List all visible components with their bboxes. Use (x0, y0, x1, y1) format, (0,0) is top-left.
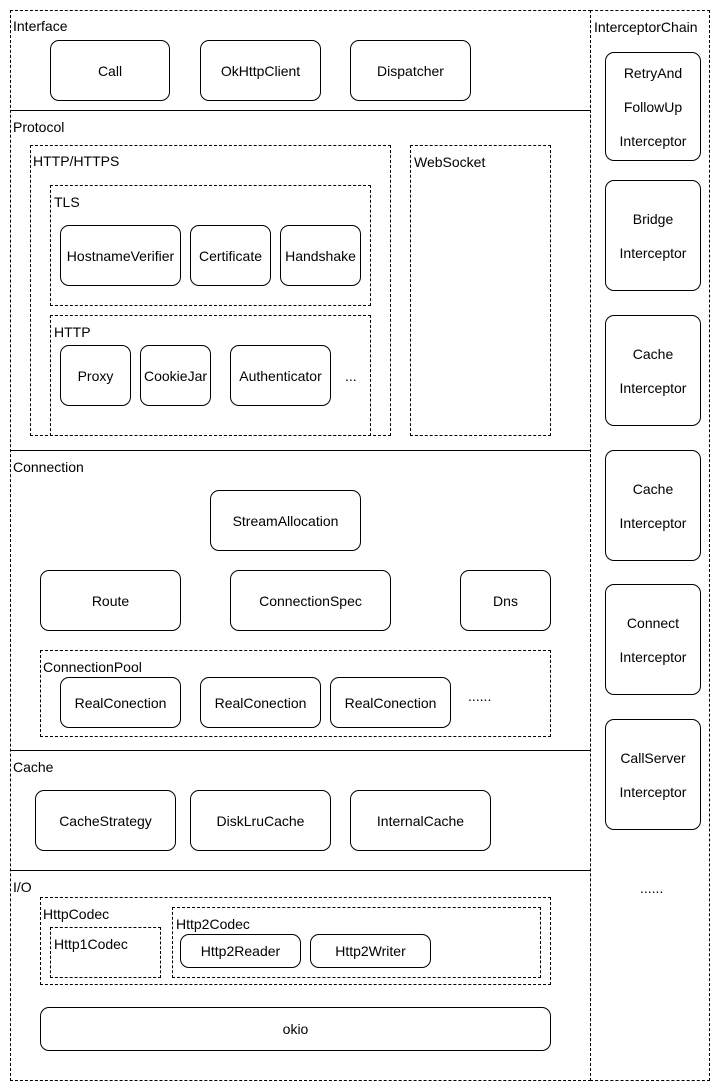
connect-line-2: Interceptor (619, 648, 687, 665)
connection-spec-box: ConnectionSpec (230, 570, 391, 631)
real-connection-box-1: RealConection (60, 677, 181, 728)
cache-interceptor-box-1: Cache Interceptor (605, 315, 701, 426)
http1-codec-label: Http1Codec (54, 936, 128, 952)
disk-lru-cache-box: DiskLruCache (190, 790, 331, 851)
proxy-box: Proxy (60, 345, 131, 406)
http2-codec-label: Http2Codec (176, 916, 250, 932)
websocket-label: WebSocket (414, 154, 486, 170)
bridge-line-1: Bridge (632, 210, 674, 227)
cache-interceptor-box-2: Cache Interceptor (605, 450, 701, 561)
connection-pool-group (40, 650, 551, 737)
connection-pool-ellipsis: ...... (468, 688, 492, 704)
http-https-label: HTTP/HTTPS (33, 153, 120, 169)
section-label-cache: Cache (13, 759, 54, 775)
cache2-line-2: Interceptor (619, 514, 687, 531)
stream-allocation-box: StreamAllocation (210, 490, 361, 551)
cache1-line-1: Cache (632, 345, 674, 362)
http-label: HTTP (54, 324, 91, 340)
tls-label: TLS (54, 194, 80, 210)
tls-group (50, 185, 371, 306)
divider-cache-io (10, 870, 590, 871)
cookiejar-box: CookieJar (140, 345, 211, 406)
websocket-group (410, 145, 551, 436)
connection-pool-label: ConnectionPool (43, 659, 142, 675)
interceptor-chain-frame (590, 10, 710, 1081)
retry-line-2: FollowUp (623, 98, 683, 115)
okio-box: okio (40, 1007, 551, 1051)
retry-followup-interceptor-box: RetryAnd FollowUp Interceptor (605, 52, 701, 161)
callserver-line-1: CallServer (620, 749, 686, 766)
authenticator-box: Authenticator (230, 345, 331, 406)
section-label-interceptor-chain: InterceptorChain (594, 19, 698, 35)
section-label-connection: Connection (13, 459, 84, 475)
handshake-box: Handshake (280, 225, 361, 286)
divider-connection-cache (10, 750, 590, 751)
http-group (50, 315, 371, 436)
http2-reader-box: Http2Reader (180, 934, 301, 968)
bridge-interceptor-box: Bridge Interceptor (605, 180, 701, 291)
divider-interface-protocol (10, 110, 590, 111)
dispatcher-box: Dispatcher (350, 40, 471, 101)
cache2-line-1: Cache (632, 480, 674, 497)
interceptor-chain-ellipsis: ...... (640, 880, 664, 896)
retry-line-1: RetryAnd (623, 64, 683, 81)
okhttpclient-box: OkHttpClient (200, 40, 321, 101)
callserver-line-2: Interceptor (619, 783, 687, 800)
section-label-interface: Interface (13, 18, 68, 34)
real-connection-box-3: RealConection (330, 677, 451, 728)
route-box: Route (40, 570, 181, 631)
section-label-protocol: Protocol (13, 119, 65, 135)
divider-protocol-connection (10, 450, 590, 451)
connect-interceptor-box: Connect Interceptor (605, 584, 701, 695)
real-connection-box-2: RealConection (200, 677, 321, 728)
internal-cache-box: InternalCache (350, 790, 491, 851)
cache-strategy-box: CacheStrategy (35, 790, 176, 851)
bridge-line-2: Interceptor (619, 244, 687, 261)
hostname-verifier-box: HostnameVerifier (60, 225, 181, 286)
protocol-ellipsis: ... (345, 368, 357, 384)
call-box: Call (50, 40, 170, 101)
http2-writer-box: Http2Writer (310, 934, 431, 968)
cache1-line-2: Interceptor (619, 379, 687, 396)
retry-line-3: Interceptor (619, 132, 687, 149)
http1-codec-group (50, 927, 161, 978)
http-codec-label: HttpCodec (43, 906, 110, 922)
http2-codec-group (172, 907, 541, 978)
connect-line-1: Connect (626, 614, 680, 631)
callserver-interceptor-box: CallServer Interceptor (605, 719, 701, 830)
section-label-io: I/O (13, 879, 32, 895)
http-codec-group (40, 897, 551, 985)
certificate-box: Certificate (190, 225, 271, 286)
dns-box: Dns (460, 570, 551, 631)
